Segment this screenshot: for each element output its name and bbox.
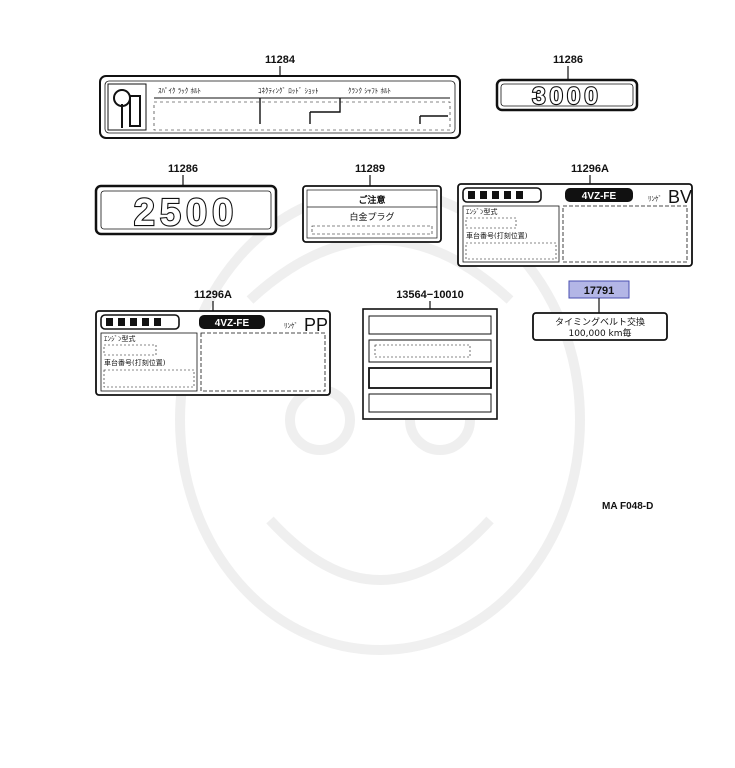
part-number-17791[interactable]: 17791: [584, 285, 615, 297]
diagram-reference-code: MA F048-D: [602, 501, 653, 512]
emission-plate-bv: 4VZ-FE ﾘﾝｹﾞ BV ｴﾝｼﾞﾝ型式 車台番号(打刻位置): [457, 183, 693, 267]
chassis-label-bv: 車台番号(打刻位置): [466, 231, 528, 240]
caption-crankshaft: ｸﾗﾝｸ ｼｬﾌﾄ ﾎﾙﾄ: [348, 87, 391, 95]
suffix-bv: BV: [668, 187, 692, 207]
part-number-13564-10010[interactable]: 13564−10010: [396, 289, 464, 301]
small-text-bv: ﾘﾝｹﾞ: [648, 195, 662, 203]
chassis-label-pp: 車台番号(打刻位置): [104, 358, 166, 367]
timing-belt-plate: タイミングベルト交換 100,000 km毎: [532, 312, 668, 341]
small-text-pp: ﾘﾝｹﾞ: [284, 322, 298, 330]
info-stack-plate: [362, 308, 498, 420]
part-number-11296a-bv[interactable]: 11296A: [571, 163, 609, 175]
emission-plate-pp: 4VZ-FE ﾘﾝｹﾞ PP ｴﾝｼﾞﾝ型式 車台番号(打刻位置): [95, 310, 331, 396]
badge-2500: 2500: [94, 184, 278, 236]
caption-connecting-rod: ｺﾈｸﾃｨﾝｸﾞ ﾛｯﾄﾞ ｼｮｯﾄ: [258, 87, 318, 95]
timing-belt-line2: 100,000 km毎: [568, 327, 631, 339]
wrench-icon: [113, 89, 141, 128]
engine-no-label-bv: ｴﾝｼﾞﾝ型式: [466, 207, 498, 216]
badge-2500-text: 2500: [134, 192, 239, 234]
torque-spec-plate: ｽﾊﾟｲｸ ﾗｯｸ ﾎﾙﾄ ｺﾈｸﾃｨﾝｸﾞ ﾛｯﾄﾞ ｼｮｯﾄ ｸﾗﾝｸ ｼｬ…: [99, 75, 461, 139]
part-number-11284[interactable]: 11284: [265, 54, 296, 66]
part-number-11286-3000[interactable]: 11286: [553, 54, 583, 66]
part-number-11296a-pp[interactable]: 11296A: [194, 289, 232, 301]
engine-code-pp: 4VZ-FE: [215, 318, 250, 329]
caption-spark-plug: ｽﾊﾟｲｸ ﾗｯｸ ﾎﾙﾄ: [158, 87, 201, 95]
suffix-pp: PP: [304, 315, 328, 335]
part-number-11289[interactable]: 11289: [355, 163, 385, 175]
engine-code-bv: 4VZ-FE: [582, 191, 617, 202]
notice-body: 白金プラグ: [349, 211, 394, 223]
timing-belt-line1: タイミングベルト交換: [555, 316, 645, 328]
notice-title: ご注意: [358, 194, 385, 206]
badge-3000-text: 3000: [532, 83, 601, 110]
badge-3000: 3000: [495, 78, 639, 112]
engine-no-label-pp: ｴﾝｼﾞﾝ型式: [104, 334, 136, 343]
platinum-plug-notice-plate: ご注意 白金プラグ: [302, 185, 442, 243]
part-number-11286-2500[interactable]: 11286: [168, 163, 198, 175]
